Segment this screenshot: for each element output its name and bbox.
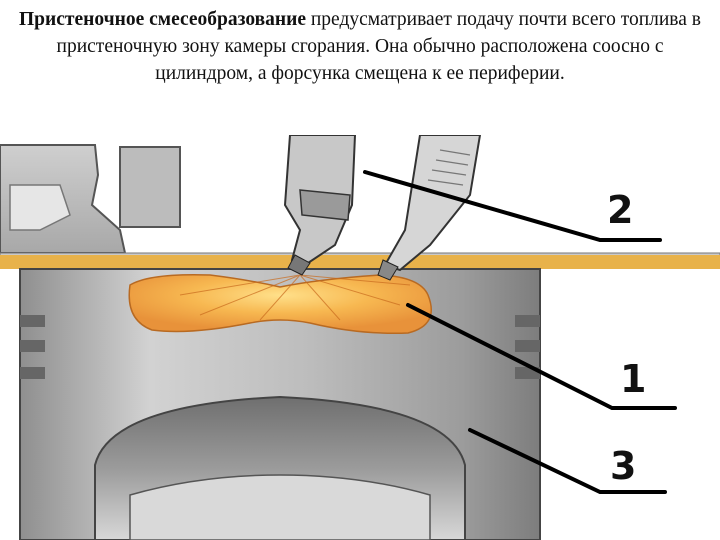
leader-lines: [363, 170, 677, 494]
caption-text: предусматривает подачу почти всего топли…: [56, 9, 701, 84]
cylinder-head: [0, 135, 720, 264]
callout-1: 1: [620, 357, 646, 401]
piston: [19, 268, 541, 540]
injector: [283, 135, 357, 276]
caption-lead: Пристеночное смесеобразование: [19, 9, 306, 30]
callout-3: 3: [610, 444, 636, 488]
gasket-band: [0, 255, 720, 269]
caption: Пристеночное смесеобразование предусматр…: [8, 6, 712, 87]
fuel-spray: [179, 274, 411, 321]
callout-2: 2: [607, 188, 633, 232]
glow-plug: [377, 135, 482, 281]
engine-diagram: 2 1 3: [0, 135, 720, 540]
